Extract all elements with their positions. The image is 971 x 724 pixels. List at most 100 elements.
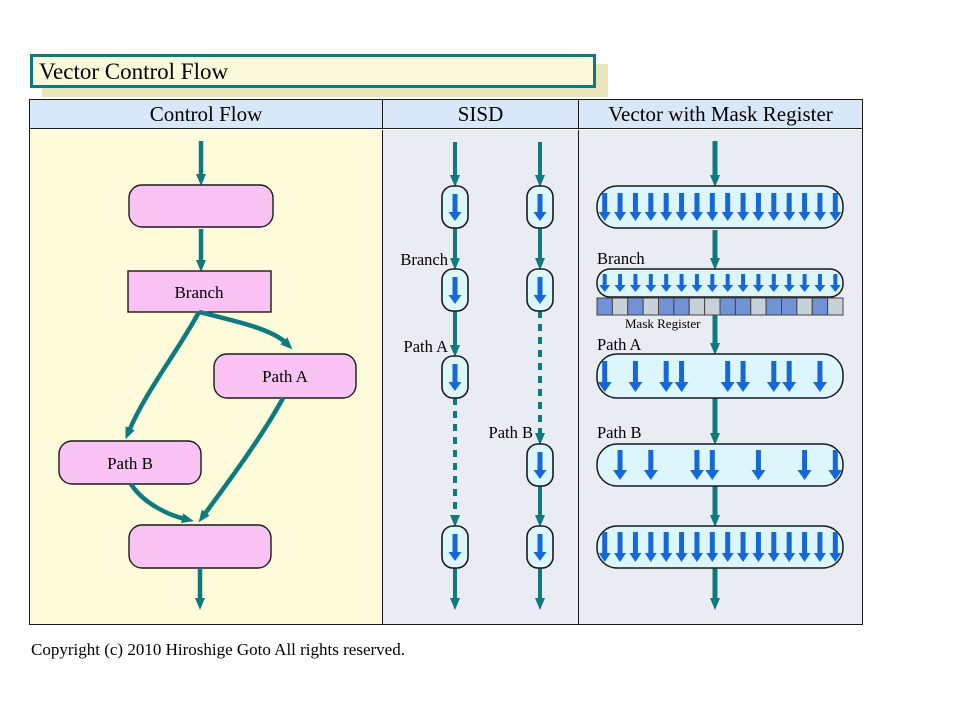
- mask-cell: [719, 297, 736, 316]
- element-arrow-icon: [448, 534, 462, 561]
- element-arrow-icon: [448, 194, 462, 221]
- element-arrow-icon: [768, 274, 780, 292]
- element-arrow-icon: [533, 534, 547, 561]
- branch-label: Branch: [174, 283, 224, 302]
- header-sisd: SISD: [382, 100, 578, 129]
- element-arrow-icon: [766, 361, 781, 392]
- path-a-to-merge-arrow: [198, 396, 285, 523]
- element-arrow-icon: [721, 532, 734, 562]
- element-arrow-icon: [689, 450, 704, 480]
- element-arrow-icon: [643, 450, 658, 480]
- path-a-label: Path A: [262, 367, 309, 386]
- mask-cell: [627, 297, 644, 316]
- element-arrow-icon: [597, 361, 612, 392]
- element-arrow-icon: [628, 361, 643, 392]
- element-arrow-icon: [675, 193, 688, 221]
- slide-title-text: Vector Control Flow: [39, 58, 229, 84]
- element-arrow-icon: [751, 450, 766, 480]
- vector-branch-box: [596, 268, 844, 298]
- path-b-to-merge-arrow: [129, 482, 194, 524]
- element-arrow-icon: [533, 277, 547, 304]
- element-arrow-icon: [752, 193, 765, 221]
- vector-op-box: [596, 185, 844, 229]
- mask-cell: [750, 297, 767, 316]
- element-arrow-icon: [598, 193, 611, 221]
- branch-to-path-b-arrow: [125, 310, 201, 440]
- element-arrow-icon: [706, 274, 718, 292]
- mask-cell: [704, 297, 721, 316]
- element-arrow-icon: [614, 193, 627, 221]
- element-arrow-icon: [629, 274, 641, 292]
- element-arrow-icon: [737, 193, 750, 221]
- path-b-label: Path B: [597, 423, 641, 442]
- vector-path-b-box: [596, 443, 844, 487]
- element-arrow-icon: [691, 274, 703, 292]
- element-arrow-icon: [814, 274, 826, 292]
- header-control-flow: Control Flow: [30, 100, 382, 129]
- mask-cell: [796, 297, 813, 316]
- element-arrow-icon: [614, 274, 626, 292]
- element-arrow-icon: [629, 193, 642, 221]
- element-arrow-icon: [799, 274, 811, 292]
- mask-cell: [811, 297, 829, 316]
- mask-cell: [596, 297, 613, 316]
- path-b-box: [58, 440, 202, 485]
- branch-label: Branch: [597, 249, 645, 268]
- element-arrow-icon: [752, 274, 764, 292]
- element-arrow-icon: [829, 532, 842, 562]
- element-arrow-icon: [448, 277, 462, 304]
- element-arrow-icon: [752, 532, 765, 562]
- element-arrow-icon: [829, 193, 842, 221]
- mask-cell: [611, 297, 629, 316]
- element-arrow-icon: [783, 532, 796, 562]
- element-arrow-icon: [614, 532, 627, 562]
- element-arrow-icon: [721, 193, 734, 221]
- element-arrow-icon: [690, 532, 703, 562]
- element-arrow-icon: [722, 274, 734, 292]
- header-vector-mask: Vector with Mask Register: [578, 100, 862, 129]
- element-arrow-icon: [660, 193, 673, 221]
- branch-box: [127, 270, 272, 313]
- element-arrow-icon: [783, 274, 795, 292]
- path-b-label: Path B: [107, 454, 153, 473]
- element-arrow-icon: [599, 274, 611, 292]
- element-arrow-icon: [767, 532, 780, 562]
- element-arrow-icon: [644, 193, 657, 221]
- branch-to-path-a-arrow: [198, 309, 293, 350]
- mask-cell: [765, 297, 782, 316]
- element-arrow-icon: [533, 194, 547, 221]
- path-b-label: Path B: [489, 423, 533, 442]
- mask-cell: [827, 297, 844, 316]
- element-arrow-icon: [720, 361, 735, 392]
- mask-cell: [658, 297, 675, 316]
- element-arrow-icon: [598, 532, 611, 562]
- element-arrow-icon: [783, 193, 796, 221]
- element-arrow-icon: [798, 193, 811, 221]
- slide-title: Vector Control Flow: [30, 54, 596, 88]
- element-arrow-icon: [829, 274, 841, 292]
- mask-cell: [781, 297, 798, 316]
- element-arrow-icon: [660, 274, 672, 292]
- mask-cell: [673, 297, 690, 316]
- element-arrow-icon: [674, 361, 689, 392]
- element-arrow-icon: [644, 532, 657, 562]
- mask-cell: [734, 297, 752, 316]
- merge-box: [128, 524, 272, 569]
- element-arrow-icon: [813, 532, 826, 562]
- element-arrow-icon: [690, 193, 703, 221]
- element-arrow-icon: [613, 450, 628, 480]
- element-arrow-icon: [737, 274, 749, 292]
- element-arrow-icon: [782, 361, 797, 392]
- top-block-box: [128, 184, 274, 228]
- element-arrow-icon: [767, 193, 780, 221]
- element-arrow-icon: [813, 193, 826, 221]
- element-arrow-icon: [660, 532, 673, 562]
- element-arrow-icon: [676, 274, 688, 292]
- element-arrow-icon: [675, 532, 688, 562]
- mask-register-label: Mask Register: [625, 316, 701, 331]
- element-arrow-icon: [798, 532, 811, 562]
- element-arrow-icon: [812, 361, 827, 392]
